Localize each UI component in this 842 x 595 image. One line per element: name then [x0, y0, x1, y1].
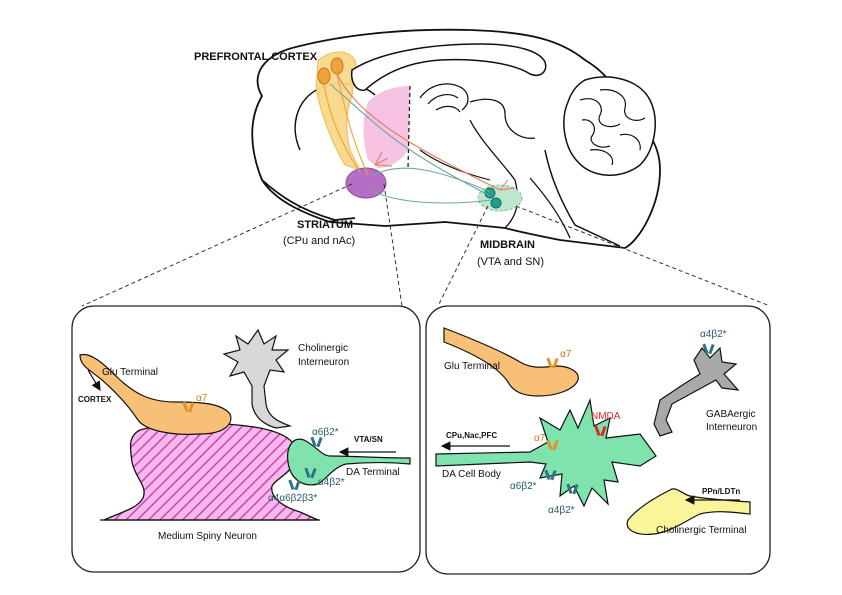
corpus-callosum: [350, 43, 547, 92]
gabaergic-interneuron: [653, 346, 740, 437]
alpha7-receptor-right-top: [546, 357, 559, 369]
alpha7-right-top-label: α7: [560, 349, 572, 360]
cholinergic-interneuron-label-2: Interneuron: [298, 357, 350, 368]
midbrain-label: MIDBRAIN: [480, 239, 535, 251]
striatum-label: STRIATUM: [297, 219, 354, 231]
alpha4-beta2-receptor-left: [304, 467, 317, 479]
midbrain-detail-panel: [425, 305, 771, 575]
gabaergic-label-2: Interneuron: [706, 422, 758, 433]
alpha7-receptor-left: [182, 401, 195, 413]
nmda-label: NMDA: [591, 411, 621, 422]
glu-terminal-right: [443, 327, 579, 397]
alpha6-beta2-receptor-right: [544, 469, 557, 481]
alpha4-beta2-left-label: α4β2*: [318, 477, 345, 488]
nmda-receptor: [594, 425, 607, 437]
ppn-ldtn-label: PPn/LDTn: [702, 487, 741, 496]
cerebellum: [563, 76, 656, 176]
striatum-sub-label: (CPu and nAc): [283, 235, 356, 247]
striatum-region: [345, 167, 387, 199]
striatum-detail-panel: [71, 305, 421, 573]
brain-sagittal-section: [251, 28, 661, 249]
da-cell-body: [435, 397, 657, 508]
midbrain-sub-label: (VTA and SN): [477, 256, 545, 268]
zoom-connectors: [81, 183, 771, 307]
alpha4-alpha6-beta2-beta3-receptor: [288, 479, 301, 491]
cortex-arrow-label: CORTEX: [78, 395, 112, 404]
cholinergic-terminal-label: Cholinergic Terminal: [656, 525, 747, 536]
alpha4-beta2-gaba-label: α4β2*: [700, 329, 727, 340]
alpha7-left-label: α7: [196, 393, 208, 404]
cortex-arrow: [87, 369, 101, 392]
alpha4-beta2-right-label: α4β2*: [548, 505, 575, 516]
da-cell-body-label: DA Cell Body: [442, 469, 501, 480]
alpha6-beta2-right-label: α6β2*: [510, 481, 537, 492]
prefrontal-cortex-label: PREFRONTAL CORTEX: [194, 51, 318, 63]
alpha4-alpha6-beta2-beta3-label: α4α6β2β3*: [268, 493, 318, 504]
glu-terminal-right-label: Glu Terminal: [444, 361, 500, 372]
vta-sn-label: VTA/SN: [354, 435, 383, 444]
gabaergic-label-1: GABAergic: [706, 409, 756, 420]
alpha4-beta2-receptor-gaba: [702, 343, 715, 355]
alpha7-receptor-right: [546, 439, 559, 451]
midbrain-region: [477, 184, 523, 212]
alpha6-beta2-receptor-left: [310, 436, 323, 448]
medium-spiny-neuron-label: Medium Spiny Neuron: [158, 531, 257, 542]
glu-terminal-left-label: Glu Terminal: [102, 367, 158, 378]
da-terminal-label: DA Terminal: [346, 467, 400, 478]
alpha6-beta2-left-label: α6β2*: [312, 427, 339, 438]
cholinergic-interneuron-label-1: Cholinergic: [298, 343, 349, 354]
alpha7-right-label: α7: [534, 433, 546, 444]
cholinergic-interneuron: [222, 328, 293, 429]
alpha4-beta2-receptor-right: [566, 483, 579, 495]
glu-terminal-left: [79, 353, 232, 435]
medium-spiny-neuron: [103, 422, 319, 521]
da-terminal-left: [287, 438, 411, 486]
cpu-nac-pfc-label: CPu,Nac,PFC: [446, 431, 498, 440]
